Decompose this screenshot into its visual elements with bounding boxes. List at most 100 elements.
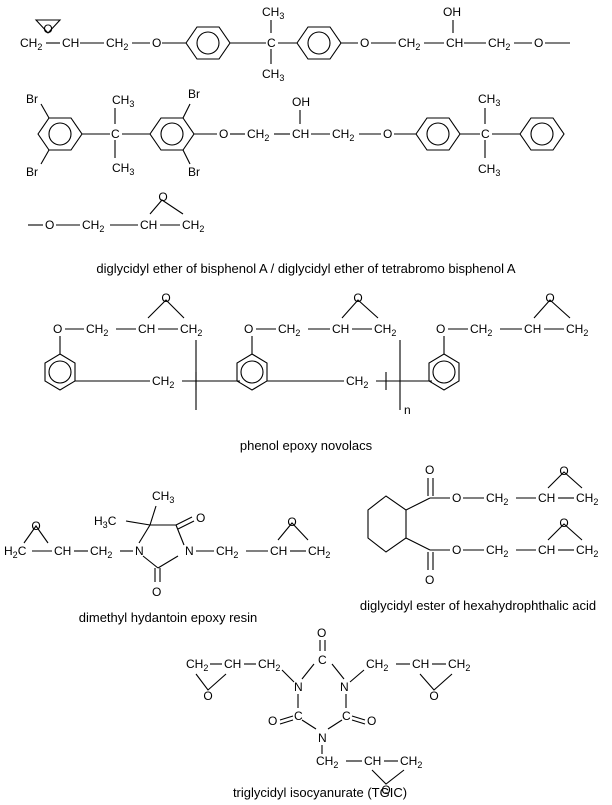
caption-tgic: triglycidyl isocyanurate (TGIC) — [233, 785, 407, 800]
structure-tgic: C O N N C C N O O CH2 CH CH2 O CH2 CH — [186, 626, 470, 797]
ch2-group: CH2 — [576, 491, 598, 507]
carbonyl-oxygen: O — [317, 626, 326, 640]
epoxide-oxygen: O — [429, 689, 438, 703]
structure-dgeba: O CH2 CH CH2 O C CH3 CH3 O CH2 CH OH CH2… — [20, 5, 570, 83]
carbonyl-oxygen: O — [425, 573, 434, 587]
structure-tetrabromo-bisphenol: Br Br C CH3 CH3 Br Br O CH2 CH OH CH2 O … — [26, 87, 565, 179]
carbonyl-oxygen: O — [425, 463, 434, 477]
epoxide-oxygen: O — [545, 291, 554, 305]
bromine-atom: Br — [26, 92, 38, 106]
epoxide-oxygen: O — [559, 464, 568, 478]
ch2-group: CH2 — [216, 544, 238, 560]
caption-hhpa: diglycidyl ester of hexahydrophthalic ac… — [360, 598, 596, 613]
ch2-group: CH2 — [470, 322, 492, 338]
ch2-group: CH2 — [86, 322, 108, 338]
ch2-group: CH2 — [182, 218, 204, 234]
ch2-group: CH2 — [308, 544, 330, 560]
repeat-unit-n: n — [404, 403, 411, 417]
epoxide-oxygen: O — [161, 291, 170, 305]
ch2-group: CH2 — [82, 218, 104, 234]
ch2-group: CH2 — [90, 544, 112, 560]
ch2-group: CH2 — [106, 36, 128, 52]
ch-group: CH — [138, 322, 155, 336]
bromine-atom: Br — [188, 87, 200, 101]
ether-oxygen: O — [436, 322, 445, 336]
quaternary-carbon: C — [111, 127, 120, 141]
carbonyl-oxygen: O — [268, 714, 277, 728]
nitrogen-atom: N — [294, 680, 303, 694]
ether-oxygen: O — [244, 322, 253, 336]
ch2-group: CH2 — [488, 36, 510, 52]
ch-group: CH — [54, 544, 71, 558]
caption-bisphenol: diglycidyl ether of bisphenol A / diglyc… — [96, 261, 515, 276]
ch-group: CH — [538, 543, 555, 557]
epoxide-oxygen: O — [203, 689, 212, 703]
methyl-group: CH3 — [152, 489, 174, 505]
ether-oxygen: O — [152, 36, 161, 50]
ether-oxygen: O — [45, 218, 54, 232]
ch-group: CH — [140, 218, 157, 232]
epoxide-oxygen: O — [31, 519, 40, 533]
methyl-group: CH3 — [262, 5, 284, 21]
nitrogen-atom: N — [135, 544, 144, 558]
ch2-group: CH2 — [486, 543, 508, 559]
ch-group: CH — [62, 36, 79, 50]
ether-oxygen: O — [534, 36, 543, 50]
ester-oxygen: O — [452, 543, 461, 557]
methyl-group: CH3 — [112, 93, 134, 109]
carbonyl-carbon: C — [294, 709, 303, 723]
ch2-group: CH2 — [576, 543, 598, 559]
ch-group: CH — [224, 657, 241, 671]
epoxide-oxygen: O — [43, 22, 52, 36]
ch2-group: CH2 — [366, 657, 388, 673]
methyl-group: CH3 — [112, 161, 134, 177]
caption-novolac: phenol epoxy novolacs — [240, 438, 373, 453]
ch2-group: CH2 — [278, 322, 300, 338]
ch2-group: CH2 — [566, 322, 588, 338]
methyl-group: CH3 — [478, 162, 500, 178]
nitrogen-atom: N — [318, 731, 327, 745]
epoxide-oxygen: O — [559, 516, 568, 530]
carbonyl-oxygen: O — [152, 585, 161, 599]
structure-novolac: O CH2 CH CH2 O CH2 O CH2 CH CH2 O CH2 — [44, 291, 588, 417]
ch-group: CH — [524, 322, 541, 336]
ch2-group: CH2 — [186, 657, 208, 673]
quaternary-carbon: C — [267, 36, 276, 50]
ch2-group: CH2 — [20, 36, 42, 52]
ch2-group: CH2 — [316, 754, 338, 770]
ch2-group: CH2 — [400, 754, 422, 770]
ch2-group: CH2 — [346, 374, 368, 390]
nitrogen-atom: N — [340, 680, 349, 694]
ch-group: CH — [412, 657, 429, 671]
epoxide-oxygen: O — [381, 783, 390, 797]
ch2-group: CH2 — [180, 322, 202, 338]
ester-oxygen: O — [452, 491, 461, 505]
caption-hydantoin: dimethyl hydantoin epoxy resin — [79, 610, 258, 625]
nitrogen-atom: N — [185, 544, 194, 558]
bromine-atom: Br — [188, 165, 200, 179]
carbonyl-carbon: C — [318, 653, 327, 667]
ch-group: CH — [292, 127, 309, 141]
h3c-group: H3C — [94, 514, 117, 530]
epoxide-oxygen: O — [287, 515, 296, 529]
bromine-atom: Br — [26, 165, 38, 179]
ether-oxygen: O — [219, 127, 228, 141]
ch-group: CH — [270, 544, 287, 558]
epoxide-oxygen: O — [158, 190, 167, 204]
ether-oxygen: O — [360, 36, 369, 50]
ch-group: CH — [364, 754, 381, 768]
carbonyl-oxygen: O — [196, 511, 205, 525]
hydroxyl-group: OH — [443, 5, 461, 19]
ch2-group: CH2 — [398, 36, 420, 52]
epoxide-oxygen: O — [353, 291, 362, 305]
structure-dimethyl-hydantoin: O H2C CH CH2 N N O O H3C CH3 CH2 CH CH2 — [4, 489, 330, 599]
carbonyl-carbon: C — [342, 709, 351, 723]
ch2-group: CH2 — [258, 657, 280, 673]
hydroxyl-group: OH — [292, 95, 310, 109]
ch2-group: CH2 — [247, 127, 269, 143]
ch2-group: CH2 — [152, 374, 174, 390]
structure-hexahydrophthalic-ester: O O CH2 CH CH2 O O O CH2 CH CH2 O — [367, 463, 598, 587]
ether-oxygen: O — [53, 322, 62, 336]
ch2-group: CH2 — [332, 127, 354, 143]
